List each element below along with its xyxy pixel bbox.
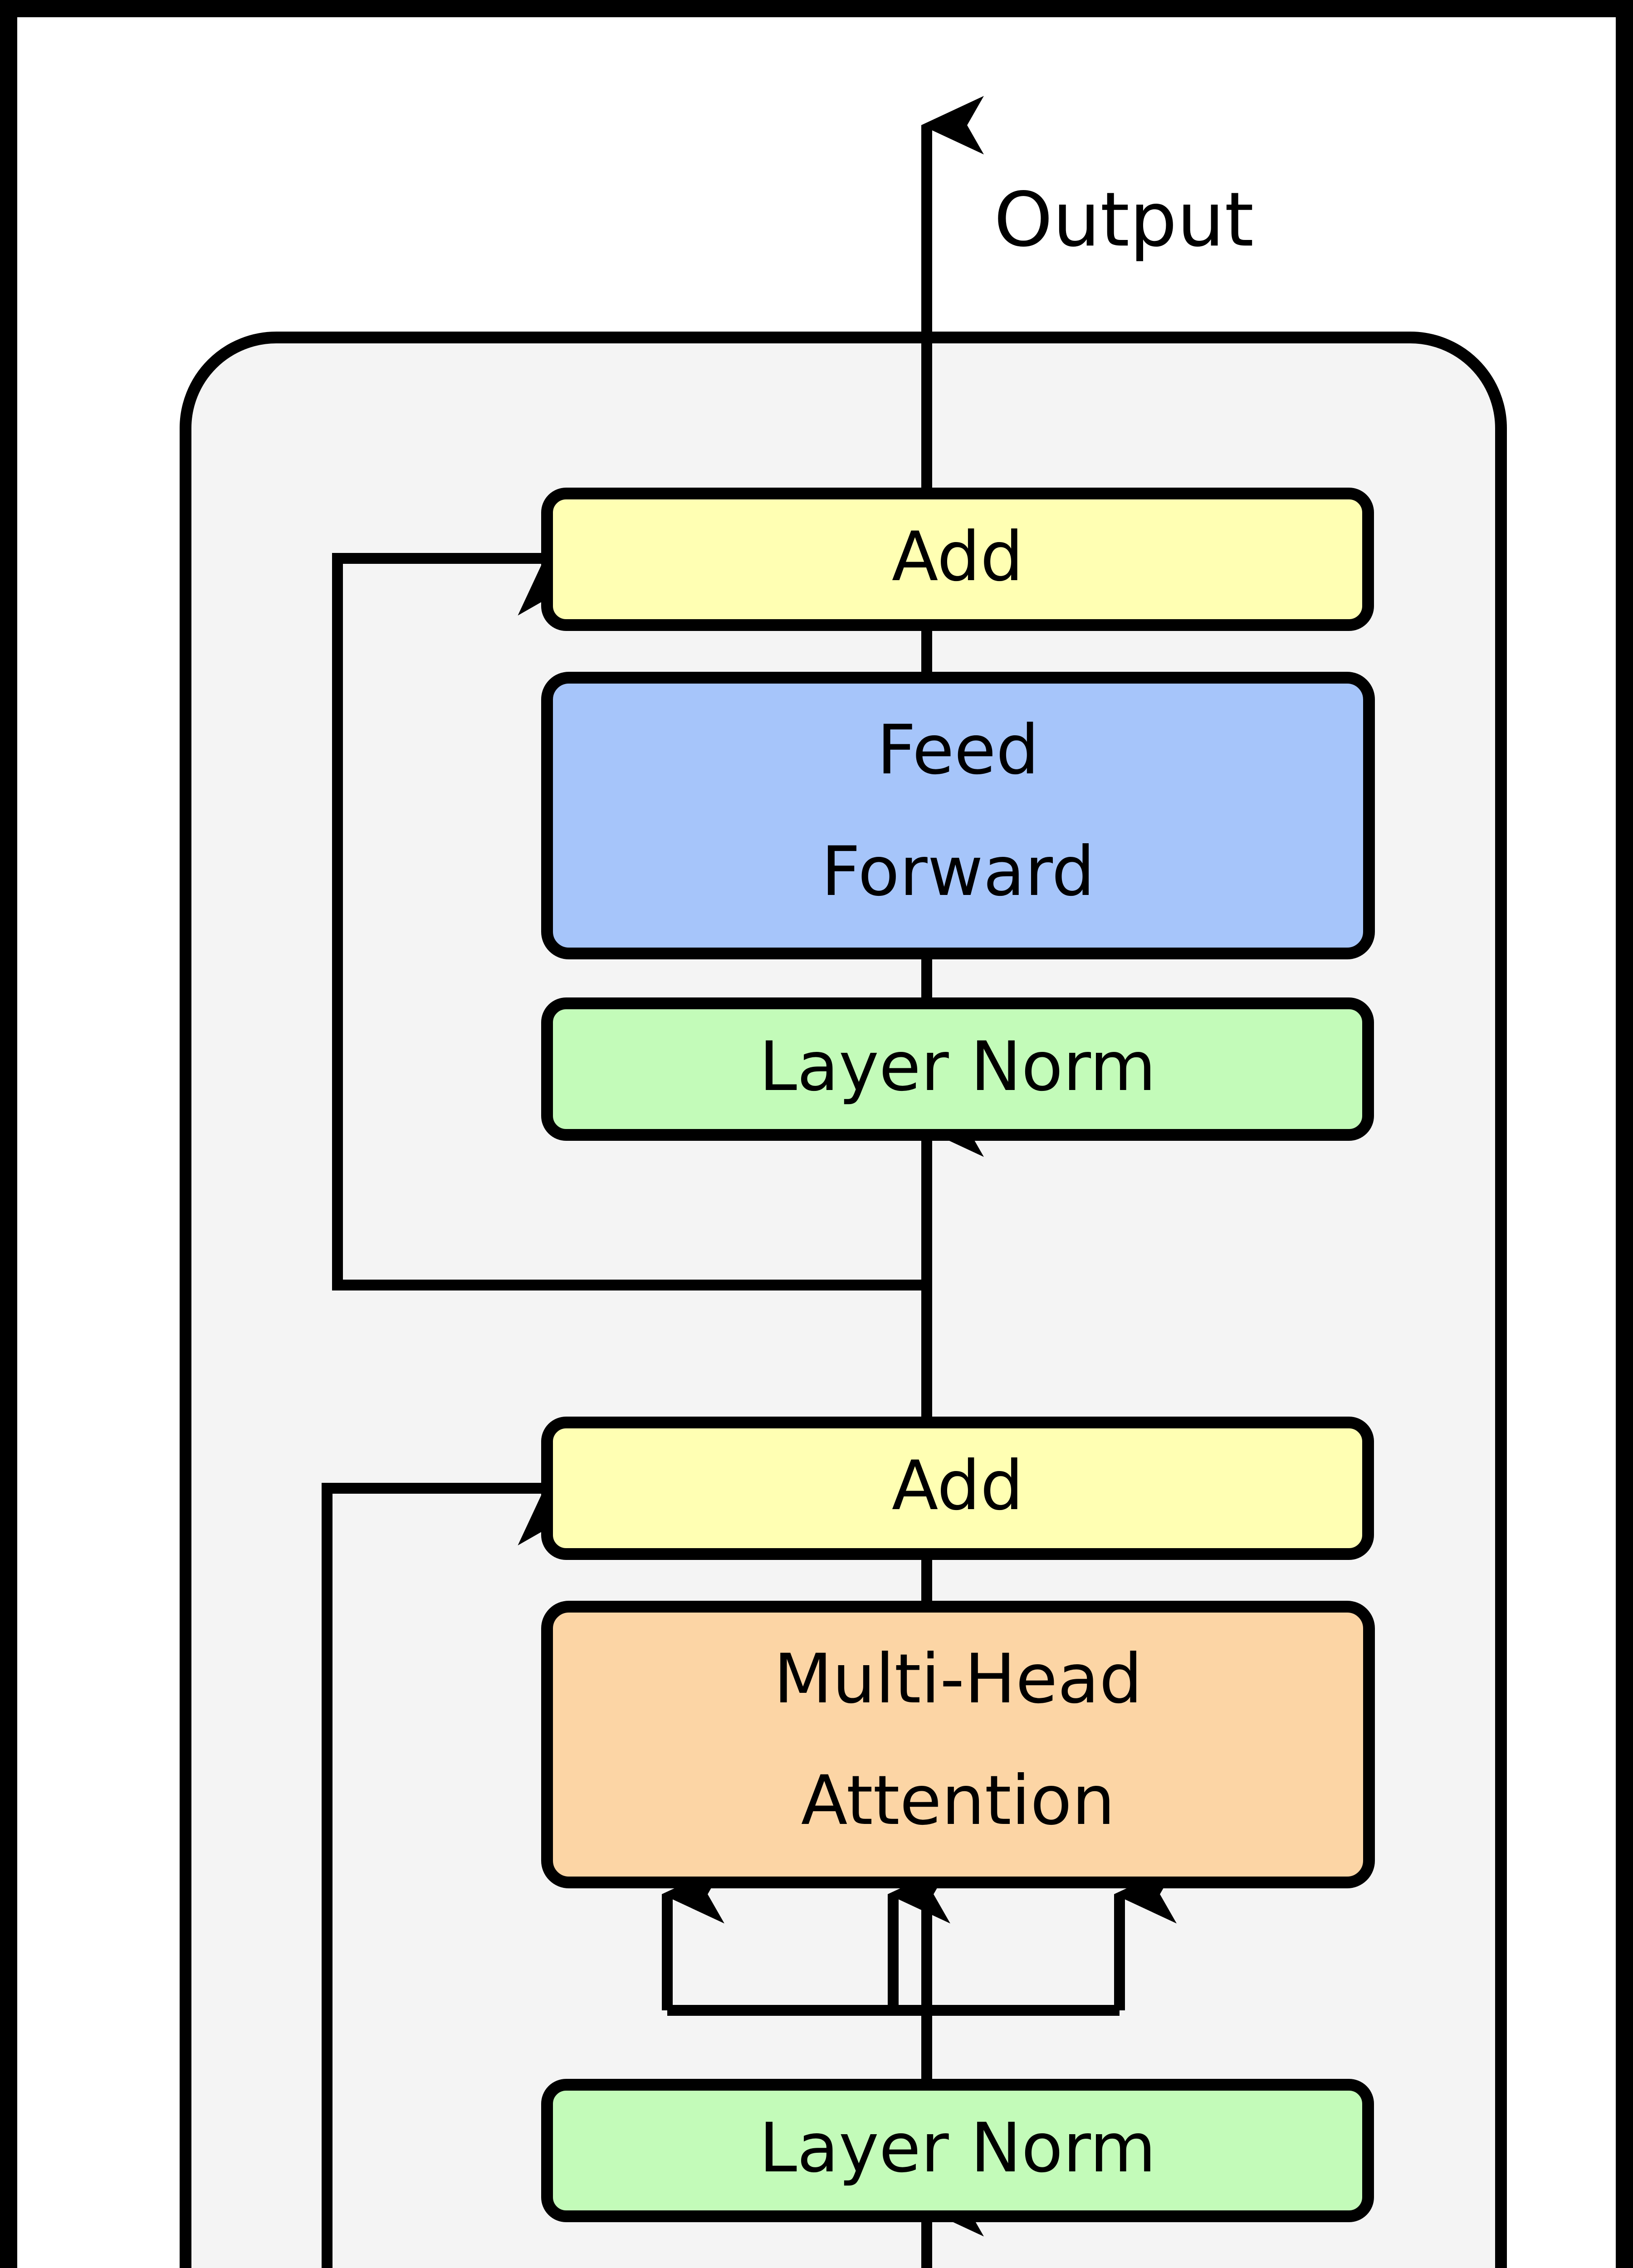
node-add-feedforward[interactable]: Add <box>541 488 1374 631</box>
node-layer-norm-attention[interactable]: Layer Norm <box>541 2079 1374 2222</box>
transformer-block-diagram: Output Input Add Fe <box>180 96 1507 2268</box>
node-add-attention[interactable]: Add <box>541 1417 1374 1560</box>
node-layer-norm-feedforward-label: Layer Norm <box>759 1027 1156 1106</box>
node-add-attention-label: Add <box>892 1447 1023 1525</box>
node-add-feedforward-box[interactable] <box>541 488 1374 631</box>
node-multi-head-attention-label-line2: Attention <box>801 1761 1115 1840</box>
node-layer-norm-feedforward-box[interactable] <box>541 997 1374 1141</box>
node-feed-forward-label-line2: Forward <box>821 832 1095 911</box>
output-label: Output <box>994 176 1254 263</box>
node-layer-norm-attention-box[interactable] <box>541 2079 1374 2222</box>
node-feed-forward-label-line1: Feed <box>877 711 1039 790</box>
node-multi-head-attention-label-line1: Multi-Head <box>774 1640 1143 1719</box>
residual-connection-attention <box>322 1482 577 2268</box>
node-layer-norm-feedforward[interactable]: Layer Norm <box>541 997 1374 1141</box>
node-multi-head-attention-box[interactable] <box>541 1601 1375 1888</box>
node-add-attention-box[interactable] <box>541 1417 1374 1560</box>
node-feed-forward[interactable]: Feed Forward <box>541 672 1375 959</box>
residual-connection-feedforward <box>332 552 927 1290</box>
node-add-feedforward-label: Add <box>892 518 1023 596</box>
diagram-canvas: Output Input Add Fe <box>17 17 1616 2268</box>
node-feed-forward-box[interactable] <box>541 672 1375 959</box>
node-layer-norm-attention-label: Layer Norm <box>759 2109 1156 2188</box>
node-multi-head-attention[interactable]: Multi-Head Attention <box>541 1601 1375 1888</box>
